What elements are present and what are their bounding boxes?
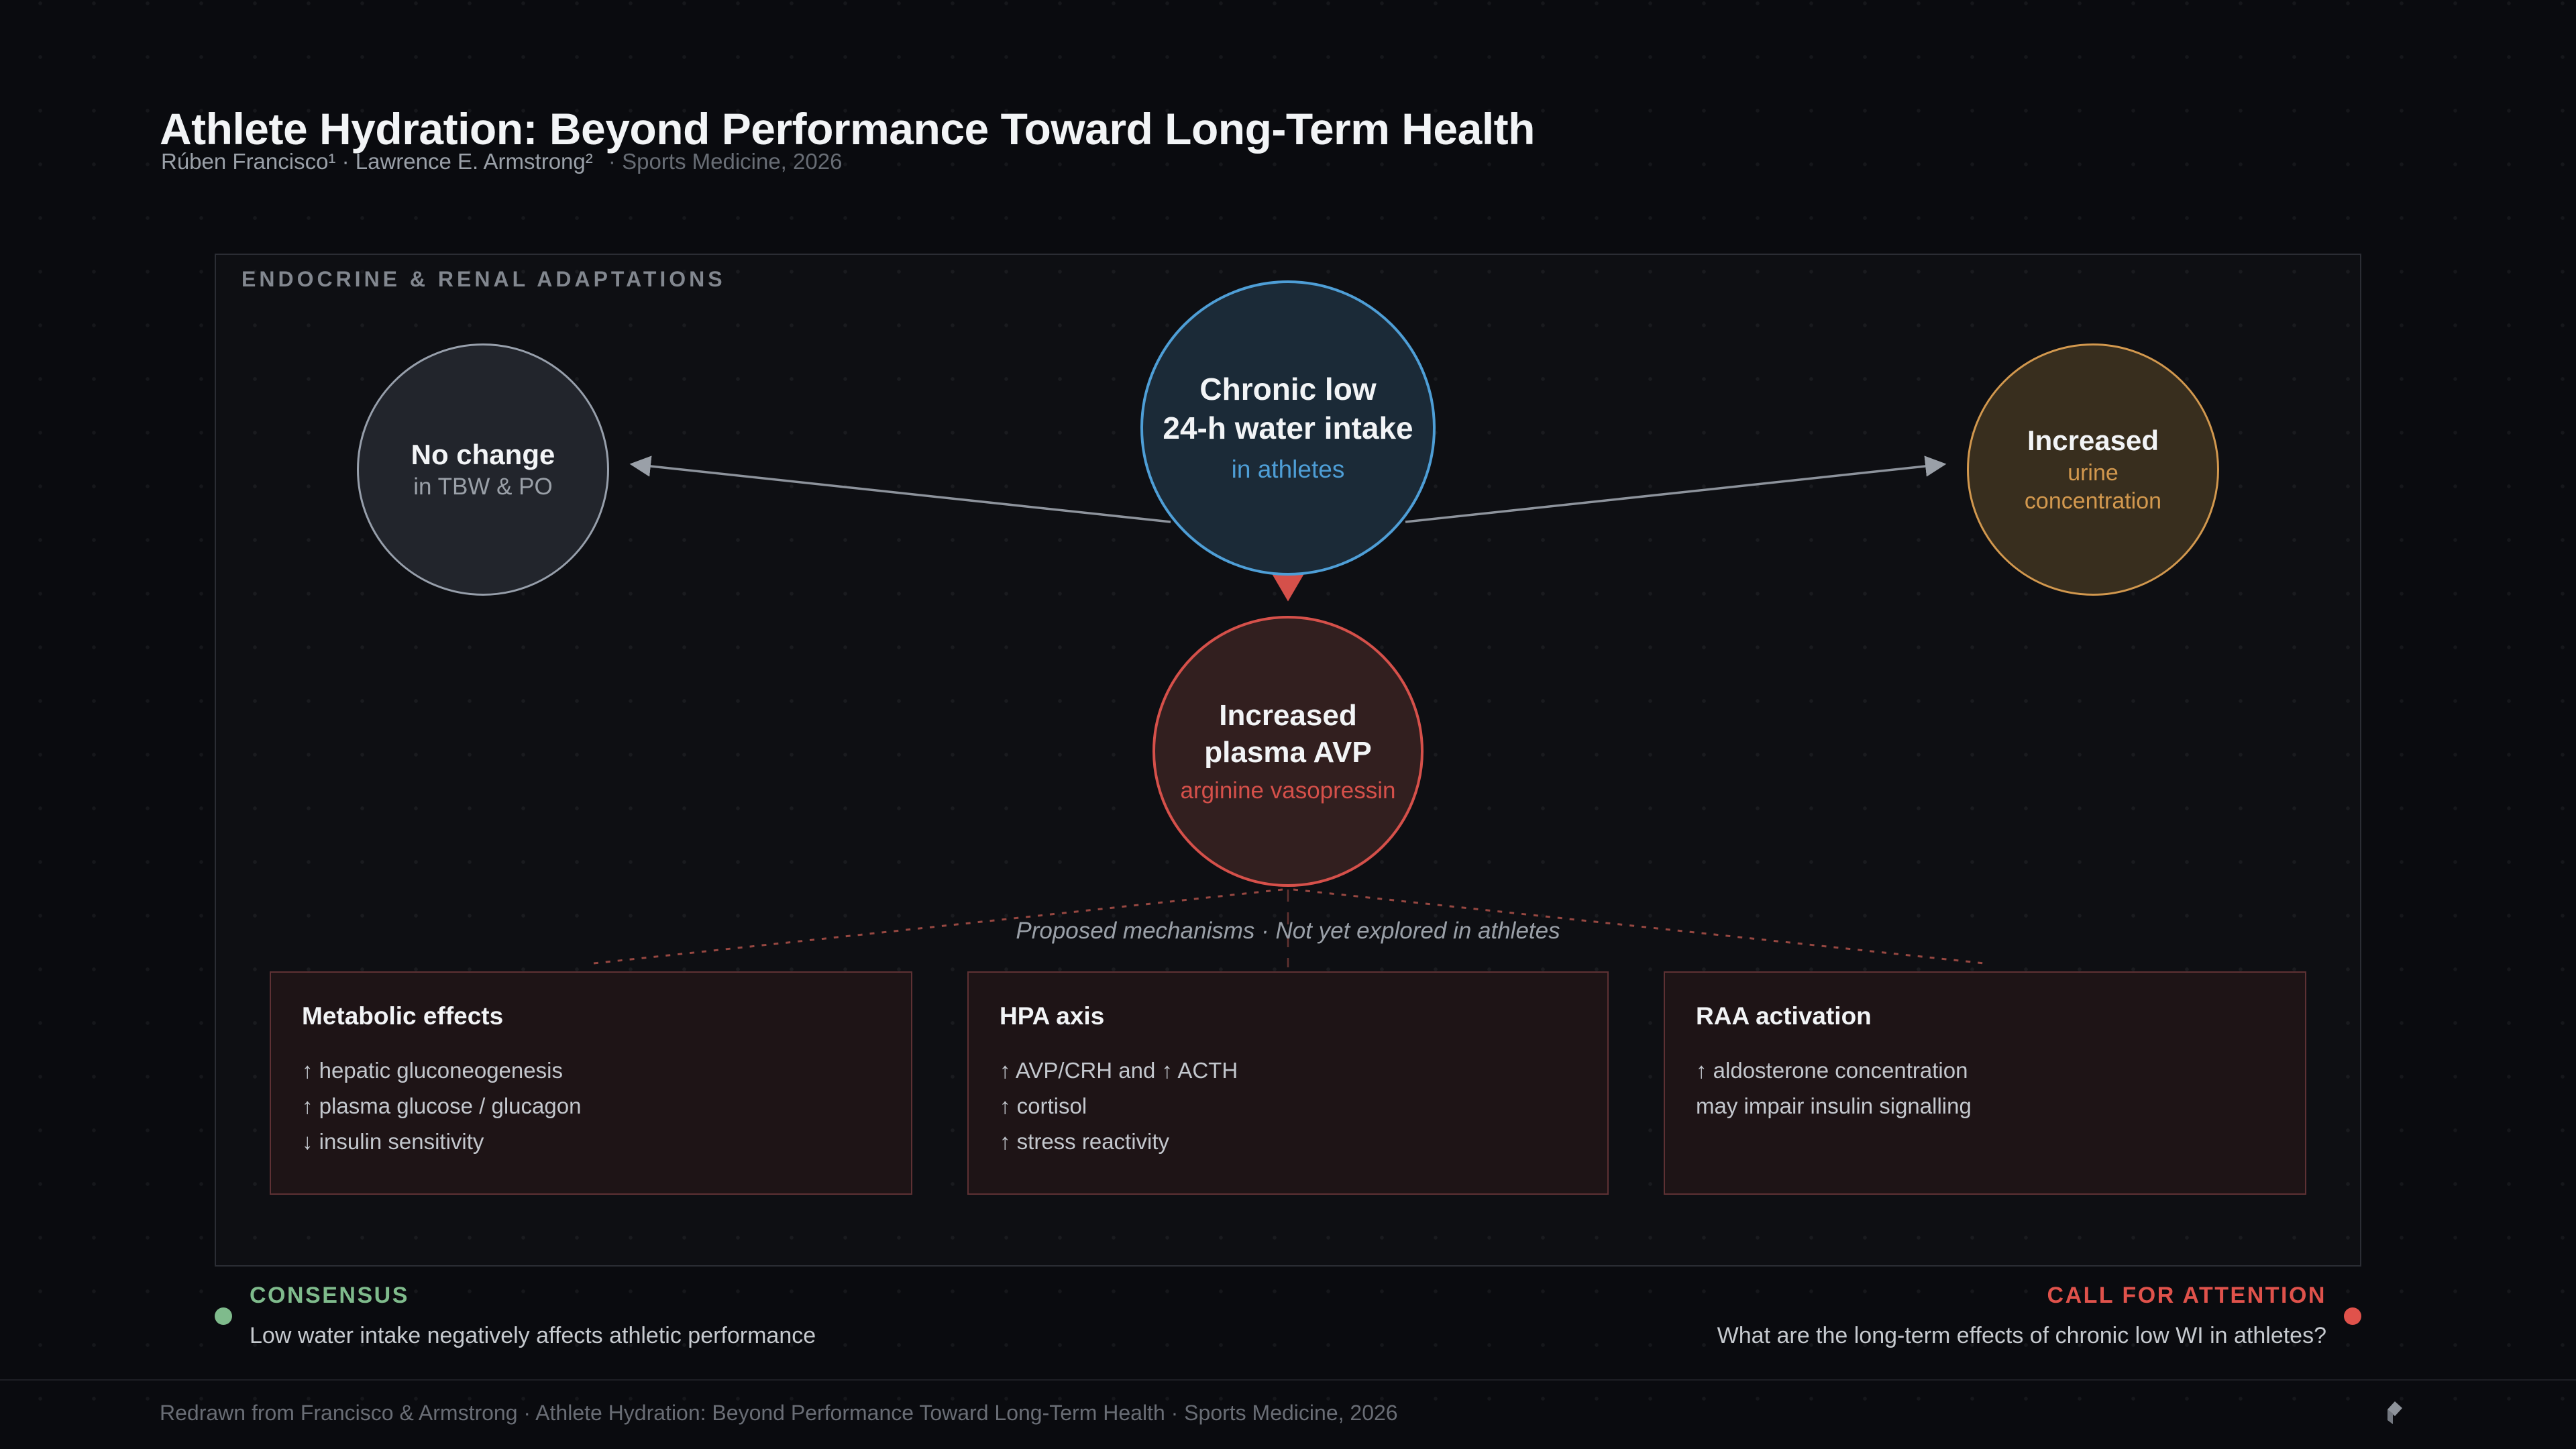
node-chronic-low-intake: Chronic low 24-h water intake in athlete… <box>1140 280 1436 576</box>
box-raa-title: RAA activation <box>1696 1002 1872 1030</box>
list-item: ↓ insulin sensitivity <box>302 1128 484 1154</box>
node-no-change-title: No change <box>411 438 555 470</box>
endocrine-renal-panel <box>215 254 2361 1267</box>
node-plasma-avp: Increased plasma AVP arginine vasopressi… <box>1152 616 1424 887</box>
node-avp-subtitle: arginine vasopressin <box>1180 777 1396 804</box>
list-item: ↑ aldosterone concentration <box>1696 1058 1968 1083</box>
box-hpa-list: ↑ AVP/CRH and ↑ ACTH ↑ cortisol ↑ stress… <box>1000 1053 1576 1159</box>
node-chronic-title-line1: Chronic low <box>1199 372 1377 407</box>
node-avp-title-line2: plasma AVP <box>1204 736 1372 769</box>
panel-label: ENDOCRINE & RENAL ADAPTATIONS <box>241 267 726 291</box>
list-item: ↑ plasma glucose / glucagon <box>302 1093 582 1118</box>
node-chronic-subtitle: in athletes <box>1231 455 1345 484</box>
byline: Rúben Francisco¹ · Lawrence E. Armstrong… <box>161 149 842 174</box>
node-urine-subtitle-line1: urine <box>2068 460 2118 486</box>
journal-reference: · Sports Medicine, 2026 <box>608 149 843 174</box>
box-metabolic-effects: Metabolic effects ↑ hepatic gluconeogene… <box>270 971 912 1195</box>
consensus-text: Low water intake negatively affects athl… <box>250 1323 816 1348</box>
list-item: ↑ hepatic gluconeogenesis <box>302 1058 563 1083</box>
node-urine-title: Increased <box>2027 425 2159 457</box>
node-no-change: No change in TBW & PO <box>357 343 609 596</box>
list-item: ↑ stress reactivity <box>1000 1128 1170 1154</box>
list-item: may impair insulin signalling <box>1696 1093 1972 1118</box>
list-item: ↑ cortisol <box>1000 1093 1087 1118</box>
mechanisms-caption: Proposed mechanisms · Not yet explored i… <box>1016 918 1560 944</box>
attention-dot <box>2344 1307 2361 1325</box>
box-metabolic-list: ↑ hepatic gluconeogenesis ↑ plasma gluco… <box>302 1053 880 1159</box>
footer-attribution: Redrawn from Francisco & Armstrong · Ath… <box>160 1401 1398 1425</box>
consensus-dot <box>215 1307 232 1325</box>
authors: Rúben Francisco¹ · Lawrence E. Armstrong… <box>161 149 593 174</box>
attention-label: CALL FOR ATTENTION <box>2047 1283 2326 1308</box>
node-urine-subtitle-line2: concentration <box>2024 488 2162 515</box>
box-hpa-axis: HPA axis ↑ AVP/CRH and ↑ ACTH ↑ cortisol… <box>967 971 1609 1195</box>
node-chronic-title-line2: 24-h water intake <box>1163 410 1413 445</box>
box-metabolic-title: Metabolic effects <box>302 1002 504 1030</box>
brand-logo-icon <box>2387 1401 2402 1424</box>
node-urine-concentration: Increased urine concentration <box>1967 343 2219 596</box>
box-raa-activation: RAA activation ↑ aldosterone concentrati… <box>1664 971 2306 1195</box>
page-title: Athlete Hydration: Beyond Performance To… <box>160 104 1535 154</box>
node-avp-title-line1: Increased <box>1219 699 1357 733</box>
node-no-change-subtitle: in TBW & PO <box>413 474 553 500</box>
box-raa-list: ↑ aldosterone concentration may impair i… <box>1696 1053 2274 1124</box>
list-item: ↑ AVP/CRH and ↑ ACTH <box>1000 1058 1238 1083</box>
attention-text: What are the long-term effects of chroni… <box>1717 1323 2326 1348</box>
box-hpa-title: HPA axis <box>1000 1002 1105 1030</box>
consensus-label: CONSENSUS <box>250 1283 409 1308</box>
footer-divider <box>0 1379 2576 1381</box>
